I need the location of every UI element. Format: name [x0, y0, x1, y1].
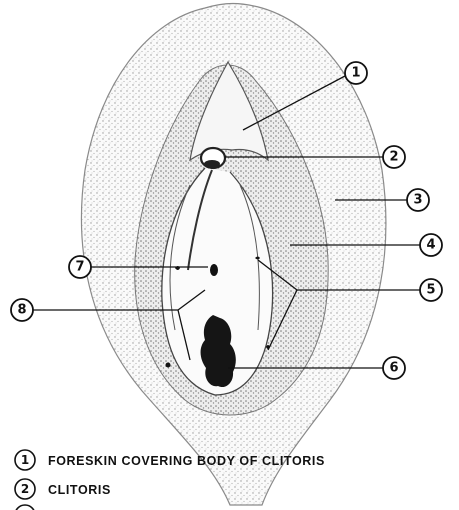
callout-7: 7	[69, 256, 91, 278]
urethral-opening-shape	[210, 264, 218, 276]
callout-1-number: 1	[351, 66, 360, 81]
callout-4: 4	[420, 234, 442, 256]
callout-1: 1	[345, 62, 367, 84]
callout-4-number: 4	[426, 238, 435, 253]
callout-6-number: 6	[389, 361, 398, 376]
legend-1-label: FORESKIN COVERING BODY OF CLITORIS	[48, 454, 325, 468]
callout-8-number: 8	[17, 303, 26, 318]
callout-2: 2	[383, 146, 405, 168]
legend-item-3: 3	[15, 505, 35, 510]
callout-2-number: 2	[389, 150, 398, 165]
callout-3: 3	[407, 189, 429, 211]
callout-3-number: 3	[413, 193, 422, 208]
legend-2-label: CLITORIS	[48, 483, 111, 497]
callout-5: 5	[420, 279, 442, 301]
legend: 1 FORESKIN COVERING BODY OF CLITORIS 2 C…	[15, 450, 325, 510]
legend-item-2: 2 CLITORIS	[15, 479, 111, 499]
callout-8: 8	[11, 299, 33, 321]
gland-dot-left-low	[166, 363, 171, 368]
legend-2-number: 2	[21, 482, 29, 496]
callout-5-number: 5	[426, 283, 435, 298]
legend-1-number: 1	[21, 453, 29, 467]
clitoris-highlight	[204, 160, 220, 168]
callout-7-number: 7	[75, 260, 84, 275]
callout-6: 6	[383, 357, 405, 379]
